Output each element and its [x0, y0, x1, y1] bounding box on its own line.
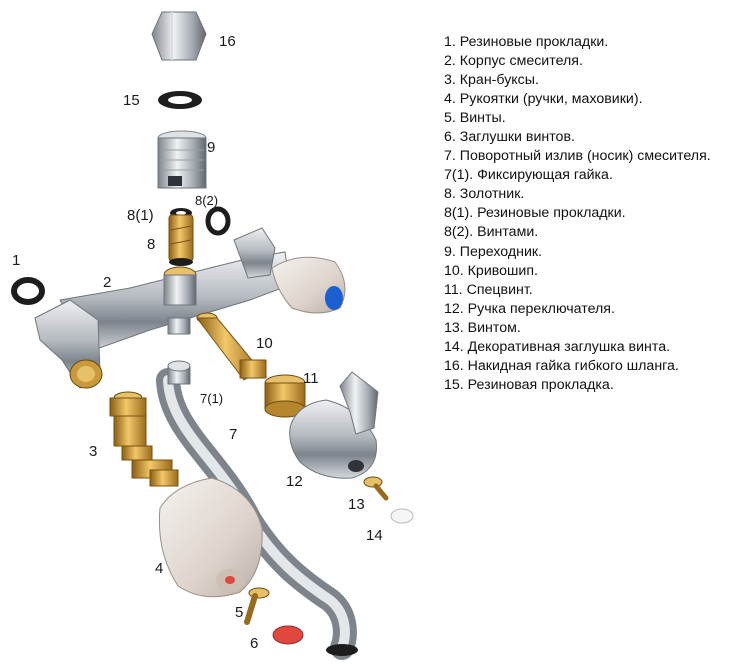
callout-3: 3 — [89, 443, 98, 460]
faucet-exploded-diagram — [11, 11, 414, 660]
callout-12: 12 — [286, 473, 303, 490]
callout-6: 6 — [250, 635, 259, 652]
part-5-screw — [244, 587, 270, 625]
legend-item-7: 7. Поворотный излив (носик) смесителя. — [444, 148, 711, 165]
callout-11: 11 — [303, 370, 319, 387]
legend-item-6: 6. Заглушки винтов. — [444, 129, 575, 146]
part-16-hose-nut — [151, 11, 207, 61]
part-12-switch-handle — [289, 371, 379, 479]
parts-legend: 1. Резиновые прокладки. 2. Корпус смесит… — [444, 33, 711, 395]
callout-10: 10 — [256, 335, 273, 352]
part-7-swivel-spout — [156, 368, 358, 660]
callout-7: 7 — [229, 426, 238, 443]
legend-item-3: 3. Кран-буксы. — [444, 72, 539, 89]
callout-4: 4 — [155, 560, 164, 577]
legend-item-8-1: 8(1). Резиновые прокладки. — [444, 205, 626, 222]
part-8-2-ring — [205, 206, 231, 236]
legend-item-7-1: 7(1). Фиксирующая гайка. — [444, 167, 613, 184]
callout-5: 5 — [235, 604, 244, 621]
part-14-decorative-cap — [390, 508, 414, 524]
part-2-mixer-body — [34, 227, 291, 389]
legend-item-12: 12. Ручка переключателя. — [444, 300, 615, 317]
callout-7-1: 7(1) — [200, 391, 224, 406]
legend-item-15: 15. Резиновая прокладка. — [444, 376, 614, 393]
part-6-red-cap — [272, 625, 304, 645]
legend-item-16: 16. Накидная гайка гибкого шланга. — [444, 357, 679, 374]
part-3-cartridge — [109, 391, 179, 487]
callout-8-1: 8(1) — [127, 207, 154, 224]
legend-item-10: 10. Кривошип. — [444, 262, 538, 279]
legend-item-4: 4. Рукоятки (ручки, маховики). — [444, 91, 643, 108]
legend-item-8: 8. Золотник. — [444, 186, 525, 203]
callout-2: 2 — [103, 274, 112, 291]
part-8-spool — [168, 214, 194, 266]
part-13-screw — [363, 476, 389, 501]
legend-item-8-2: 8(2). Винтами. — [444, 224, 539, 241]
legend-item-14: 14. Декоративная заглушка винта. — [444, 338, 671, 355]
part-11-special-screw — [264, 374, 306, 418]
callout-16: 16 — [219, 33, 236, 50]
callout-1: 1 — [12, 252, 21, 269]
part-right-handle-blue — [271, 256, 346, 314]
legend-item-2: 2. Корпус смесителя. — [444, 53, 583, 70]
part-10-crank — [195, 312, 267, 381]
part-7-1-fixing-nut — [167, 360, 191, 385]
legend-item-13: 13. Винтом. — [444, 319, 521, 336]
callout-14: 14 — [366, 527, 383, 544]
legend-item-1: 1. Резиновые прокладки. — [444, 34, 609, 50]
callout-13: 13 — [348, 496, 365, 513]
part-4-handle — [158, 477, 263, 598]
part-9-adapter — [157, 130, 207, 189]
legend-item-9: 9. Переходник. — [444, 243, 543, 260]
part-15-rubber-gasket — [158, 91, 202, 109]
callout-9: 9 — [207, 139, 216, 156]
callout-8-2: 8(2) — [195, 193, 219, 208]
callout-15: 15 — [123, 92, 140, 109]
legend-item-5: 5. Винты. — [444, 110, 506, 127]
legend-item-11: 11. Спецвинт. — [444, 281, 533, 298]
part-1-rubber-gasket — [11, 277, 45, 305]
callout-8: 8 — [147, 236, 156, 253]
